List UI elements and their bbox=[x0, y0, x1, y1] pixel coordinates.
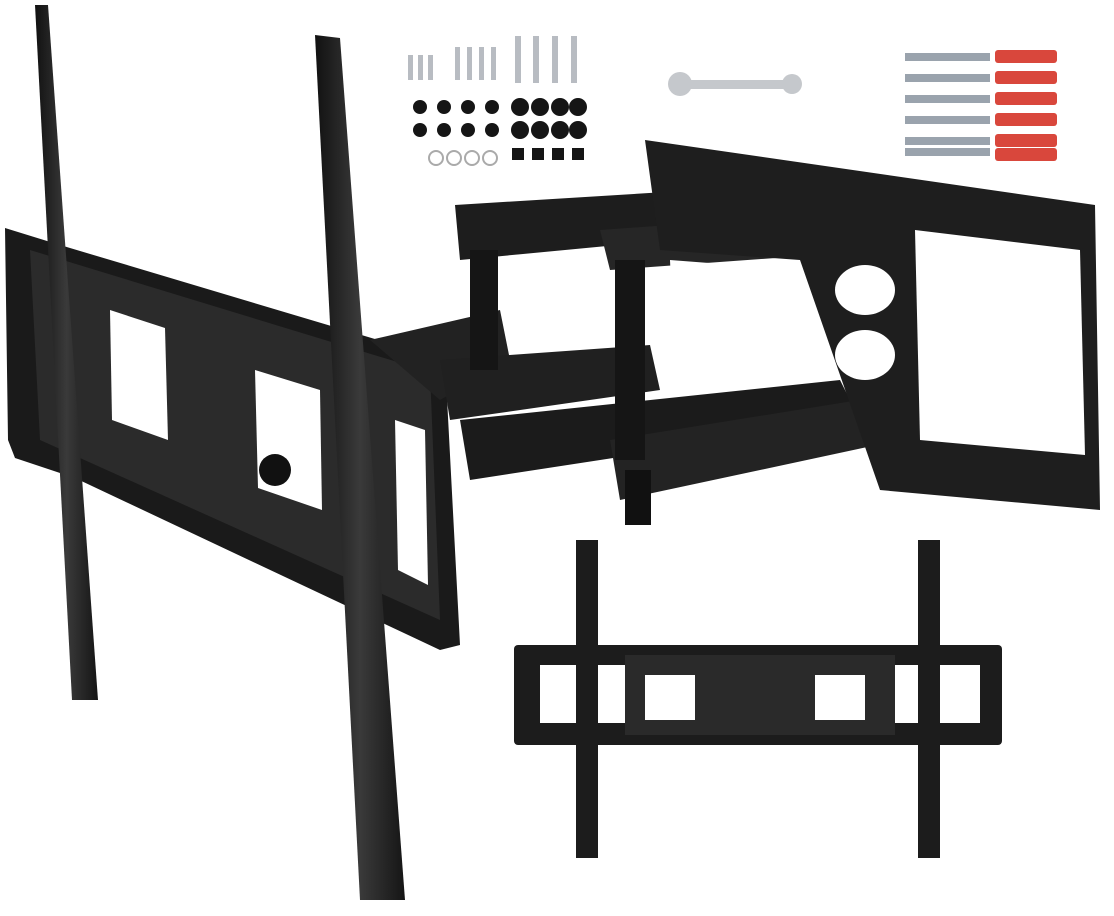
left-vertical-rail bbox=[35, 5, 98, 700]
right-vertical-rail bbox=[315, 35, 405, 900]
front-left-rail bbox=[576, 540, 598, 858]
front-view-mount bbox=[514, 540, 1002, 858]
screws-and-bolts bbox=[408, 36, 587, 166]
front-right-rail bbox=[918, 540, 940, 858]
wall-anchors bbox=[905, 50, 1057, 161]
wall-plate bbox=[645, 140, 1100, 510]
main-mount bbox=[5, 5, 510, 900]
wrench-icon bbox=[668, 72, 802, 96]
